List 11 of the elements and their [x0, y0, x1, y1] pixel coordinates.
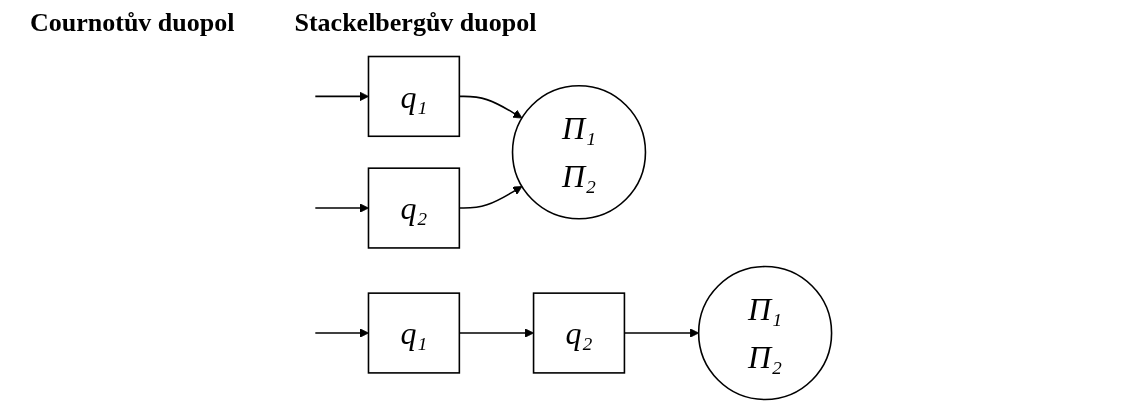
node-circle: Π₁ Π₂ — [511, 84, 647, 220]
arrow — [314, 328, 369, 338]
node-box: q₁ — [367, 292, 461, 374]
node-circle: Π₁ Π₂ — [697, 265, 833, 401]
panel-heading: Cournotův duopol — [30, 8, 235, 39]
arrow — [314, 203, 369, 213]
node-box: q₂ — [532, 292, 626, 374]
node-box: q₂ — [367, 167, 461, 249]
node-box: q₁ — [367, 55, 461, 138]
panel-heading: Stackelbergův duopol — [294, 8, 537, 39]
arrow — [314, 91, 369, 102]
